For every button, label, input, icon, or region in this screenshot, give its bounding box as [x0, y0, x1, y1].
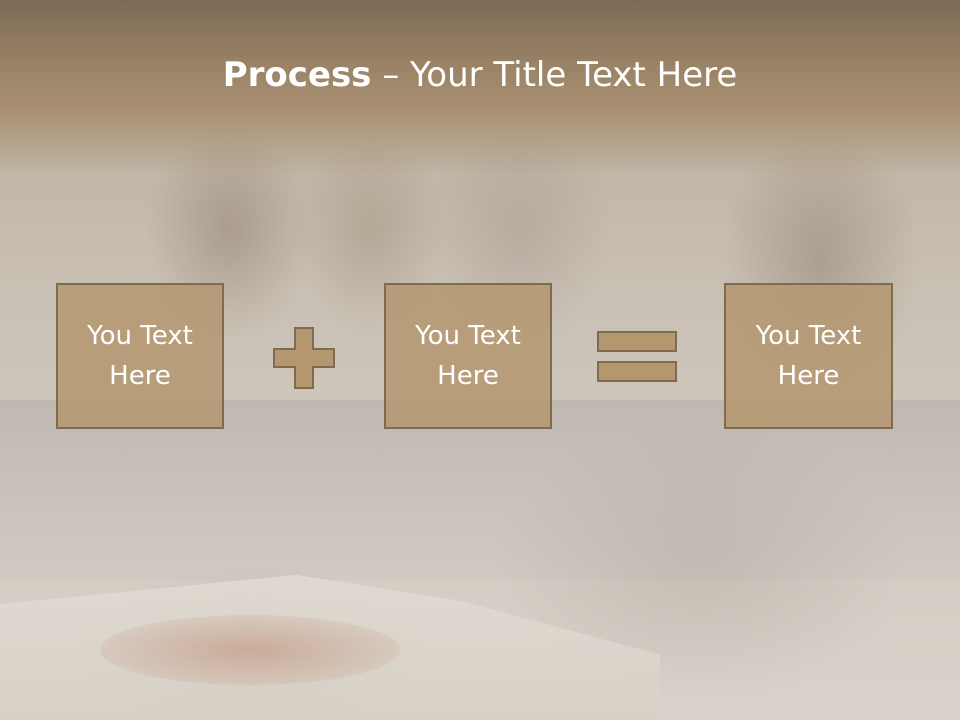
- equals-icon: [597, 331, 677, 382]
- process-box-3[interactable]: You Text Here: [724, 283, 893, 429]
- process-box-2-text: You Text Here: [415, 321, 521, 391]
- process-box-2[interactable]: You Text Here: [384, 283, 552, 429]
- title-band: [0, 0, 960, 175]
- title-bold-text: Process: [222, 55, 372, 95]
- process-box-1-text: You Text Here: [87, 321, 193, 391]
- process-box-3-text: You Text Here: [755, 321, 862, 391]
- pizza-image: [100, 615, 400, 685]
- background-sofa: [0, 400, 960, 580]
- plus-icon: [273, 327, 335, 389]
- title-rest-text: – Your Title Text Here: [371, 55, 738, 95]
- slide-title[interactable]: Process – Your Title Text Here: [0, 52, 960, 98]
- process-box-1[interactable]: You Text Here: [56, 283, 224, 429]
